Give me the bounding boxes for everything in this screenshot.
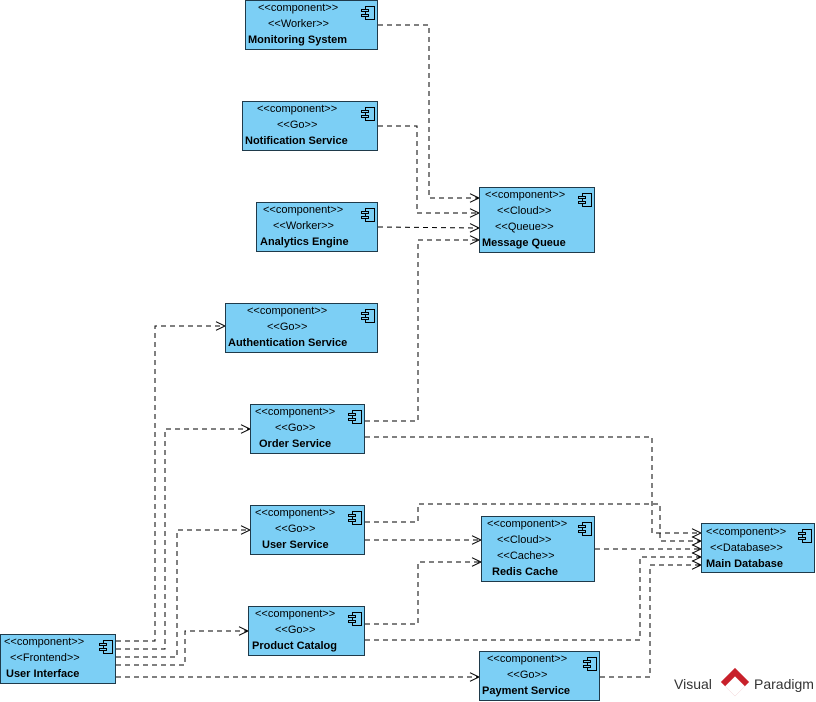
dependency-catalog-to-redis — [365, 557, 483, 625]
stereotype-label: <<Database>> — [710, 542, 783, 554]
dependency-ui-to-catalog — [116, 626, 250, 666]
component-catalog[interactable] — [248, 606, 365, 656]
dependency-monitoring-to-queue — [378, 24, 481, 203]
dependency-order-to-queue — [365, 235, 481, 422]
stereotype-label: <<component>> — [258, 2, 339, 14]
stereotype-label: <<Worker>> — [273, 220, 334, 232]
stereotype-label: <<component>> — [4, 636, 85, 648]
stereotype-label: <<Cloud>> — [497, 534, 552, 546]
component-name: Authentication Service — [228, 337, 348, 349]
component-name: Message Queue — [482, 237, 566, 249]
component-payment[interactable] — [479, 651, 600, 701]
component-icon — [348, 511, 362, 525]
component-icon — [348, 410, 362, 424]
component-name: Monitoring System — [248, 34, 348, 46]
stereotype-label: <<Go>> — [507, 669, 548, 681]
stereotype-label: <<component>> — [706, 526, 787, 538]
logo-word-visual: Visual — [674, 676, 712, 692]
component-monitoring[interactable] — [245, 0, 378, 50]
dependency-ui-to-payment — [116, 672, 481, 682]
component-icon — [583, 657, 597, 671]
stereotype-label: <<Go>> — [275, 523, 316, 535]
logo-word-paradigm: Paradigm — [754, 676, 814, 692]
visual-paradigm-logo-icon — [720, 667, 750, 697]
dependency-catalog-to-db — [595, 544, 703, 554]
dependency-ui-to-auth — [116, 321, 227, 642]
stereotype-label: <<Go>> — [275, 624, 316, 636]
component-ui[interactable] — [0, 634, 116, 684]
component-order[interactable] — [250, 404, 365, 454]
component-name: Analytics Engine — [260, 236, 349, 248]
stereotype-label: <<component>> — [257, 103, 338, 115]
stereotype-label: <<Cloud>> — [497, 205, 552, 217]
dependency-analytics-to-queue — [377, 223, 481, 233]
component-icon — [798, 529, 812, 543]
component-queue[interactable] — [479, 187, 595, 253]
stereotype-label: <<component>> — [263, 204, 344, 216]
component-icon — [361, 6, 375, 20]
stereotype-label: <<component>> — [487, 518, 568, 530]
dependency-user-to-redis — [365, 535, 483, 545]
stereotype-label: <<component>> — [255, 406, 336, 418]
component-name: Product Catalog — [252, 640, 337, 652]
component-name: Notification Service — [245, 135, 348, 147]
component-analytics[interactable] — [256, 202, 378, 252]
component-icon — [361, 208, 375, 222]
stereotype-label: <<component>> — [255, 608, 336, 620]
stereotype-label: <<component>> — [255, 507, 336, 519]
component-icon — [361, 309, 375, 323]
stereotype-label: <<component>> — [247, 305, 328, 317]
stereotype-label: <<Worker>> — [268, 18, 329, 30]
dependency-edges — [116, 24, 703, 682]
dependency-payment-to-db — [600, 560, 703, 678]
component-icon — [578, 193, 592, 207]
stereotype-label: <<Cache>> — [497, 550, 555, 562]
component-icon — [348, 612, 362, 626]
component-name: Redis Cache — [492, 566, 559, 578]
stereotype-label: <<component>> — [485, 189, 566, 201]
dependency-ui-to-user — [116, 525, 252, 658]
component-icon — [578, 522, 592, 536]
component-notification[interactable] — [242, 101, 378, 151]
component-icon — [361, 107, 375, 121]
stereotype-label: <<Queue>> — [495, 221, 554, 233]
component-user[interactable] — [250, 505, 365, 555]
component-name: Main Database — [706, 558, 784, 570]
component-auth[interactable] — [225, 303, 378, 353]
dependency-ui-to-order — [116, 424, 252, 650]
component-name: Order Service — [259, 438, 332, 450]
component-icon — [99, 640, 113, 654]
component-name: User Interface — [6, 668, 80, 680]
component-redis[interactable] — [481, 516, 595, 582]
component-db[interactable] — [701, 523, 815, 573]
stereotype-label: <<Frontend>> — [10, 652, 80, 664]
stereotype-label: <<Go>> — [267, 321, 308, 333]
component-name: Payment Service — [482, 685, 571, 697]
stereotype-label: <<Go>> — [275, 422, 316, 434]
stereotype-label: <<component>> — [487, 653, 568, 665]
stereotype-label: <<Go>> — [277, 119, 318, 131]
component-name: User Service — [262, 539, 329, 551]
